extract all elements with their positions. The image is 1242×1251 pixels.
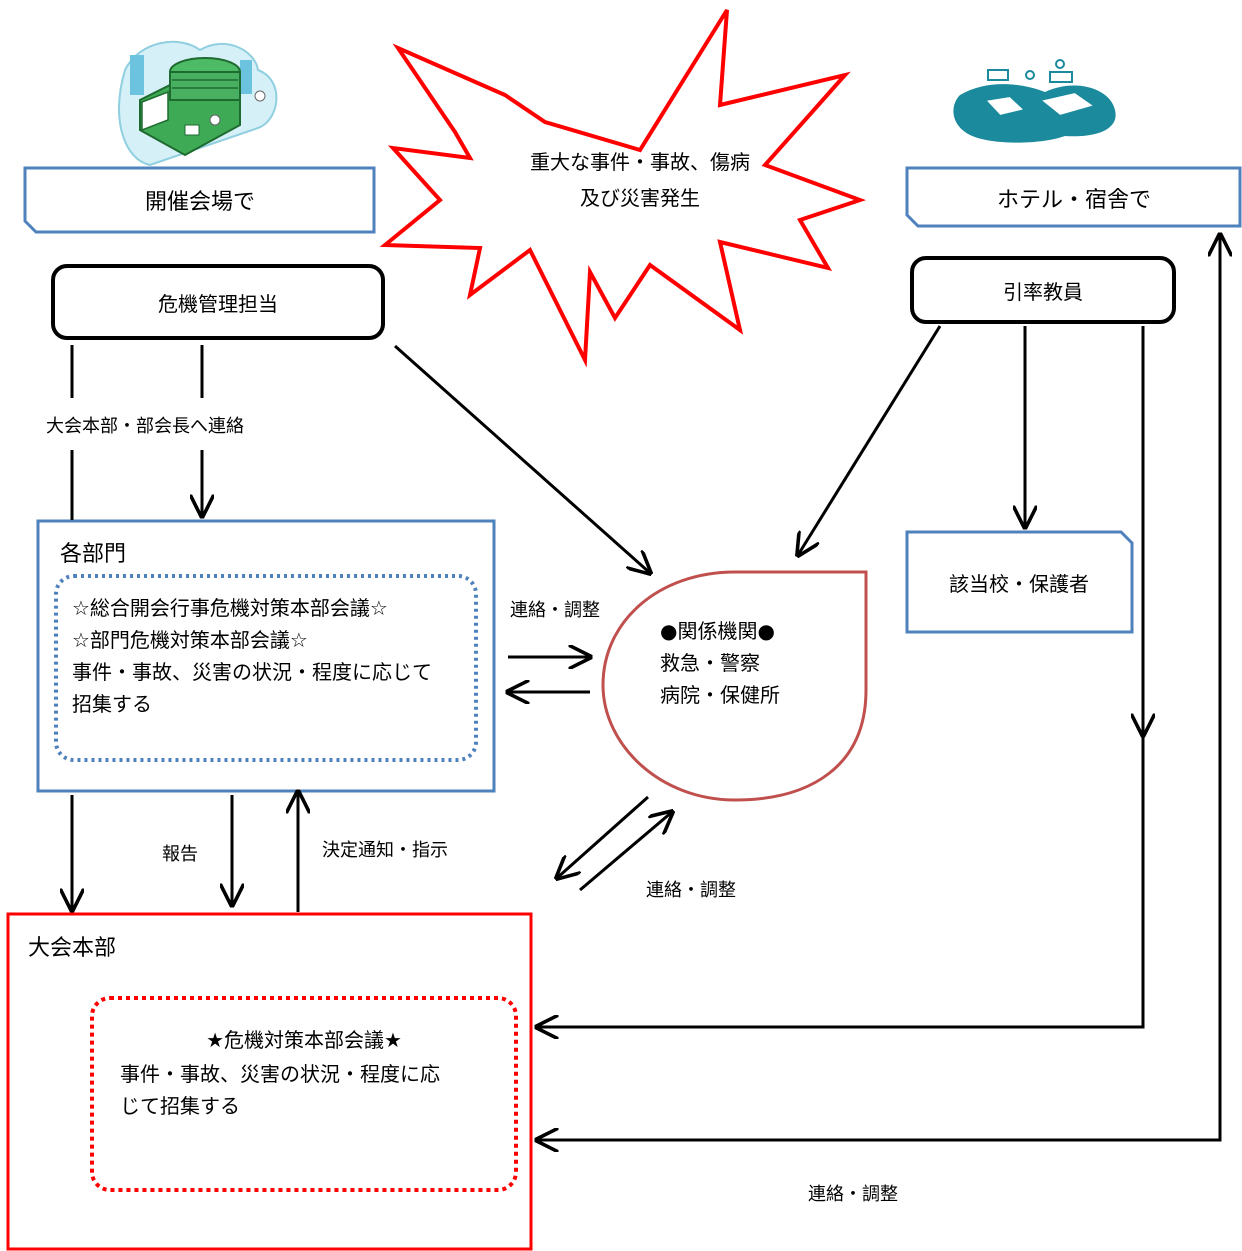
- hq-meeting-box: [90, 996, 518, 1192]
- arrow-teacher-to-hq: [537, 735, 1145, 1027]
- stadium-icon: [118, 40, 278, 167]
- crisis-manager-box: [51, 264, 385, 340]
- departments-line-1: ☆総合開会行事危機対策本部会議☆: [72, 596, 388, 620]
- departments-line-2: ☆部門危機対策本部会議☆: [72, 628, 308, 652]
- agencies-line-2: 病院・保健所: [660, 683, 780, 707]
- arrow-manager-to-agencies: [394, 344, 650, 573]
- burst-line-1: 重大な事件・事故、傷病: [530, 150, 750, 174]
- departments-line-4: 招集する: [72, 692, 152, 716]
- hq-title: 大会本部: [28, 936, 117, 961]
- hq-line-2: じて招集する: [120, 1094, 240, 1118]
- agencies-text: ●関係機関● 救急・警察 病院・保健所: [660, 615, 780, 711]
- crisis-manager-label: 危機管理担当: [158, 291, 278, 316]
- hotel-room-icon: [953, 59, 1116, 143]
- hotel-label: ホテル・宿舎で: [996, 187, 1151, 213]
- arrow-hq-to-agencies: [579, 812, 672, 892]
- coord-hq-label: 連絡・調整: [646, 880, 736, 901]
- departments-title: 各部門: [60, 542, 127, 567]
- school-label: 該当校・保護者: [949, 571, 1089, 596]
- school-box: [905, 530, 1134, 634]
- venue-label: 開催会場で: [144, 190, 255, 215]
- agencies-line-1: 救急・警察: [660, 651, 760, 675]
- hotel-label-box: [905, 166, 1242, 228]
- coord-bottom-label: 連絡・調整: [808, 1184, 898, 1205]
- decision-label: 決定通知・指示: [322, 840, 448, 861]
- teacher-box: [910, 256, 1176, 324]
- hq-meeting-text: 事件・事故、災害の状況・程度に応 じて招集する: [120, 1058, 500, 1122]
- agencies-title: ●関係機関●: [660, 619, 775, 643]
- burst-line-2: 及び災害発生: [580, 186, 700, 210]
- departments-line-3: 事件・事故、災害の状況・程度に応じて: [72, 660, 432, 684]
- hq-meeting-title: ★危機対策本部会議★: [206, 1028, 402, 1052]
- arrow-teacher-to-agencies: [798, 325, 942, 555]
- departments-meeting-box: [54, 574, 478, 762]
- arrow-hq-to-hotel: [537, 235, 1220, 1142]
- hq-line-1: 事件・事故、災害の状況・程度に応: [120, 1062, 440, 1086]
- departments-meeting-text: ☆総合開会行事危機対策本部会議☆ ☆部門危機対策本部会議☆ 事件・事故、災害の状…: [72, 592, 472, 720]
- agencies-shape: [601, 570, 868, 802]
- contact-label: 大会本部・部会長へ連絡: [44, 412, 246, 438]
- coord-dept-label: 連絡・調整: [510, 600, 600, 621]
- venue-label-box: [23, 166, 376, 234]
- report-label: 報告: [162, 844, 198, 865]
- teacher-label: 引率教員: [1003, 279, 1083, 304]
- burst-text: 重大な事件・事故、傷病 及び災害発生: [480, 140, 800, 220]
- arrow-agencies-to-hq: [557, 795, 649, 878]
- incident-burst: [379, 8, 867, 368]
- departments-box: [36, 519, 496, 793]
- hq-box: [6, 912, 533, 1251]
